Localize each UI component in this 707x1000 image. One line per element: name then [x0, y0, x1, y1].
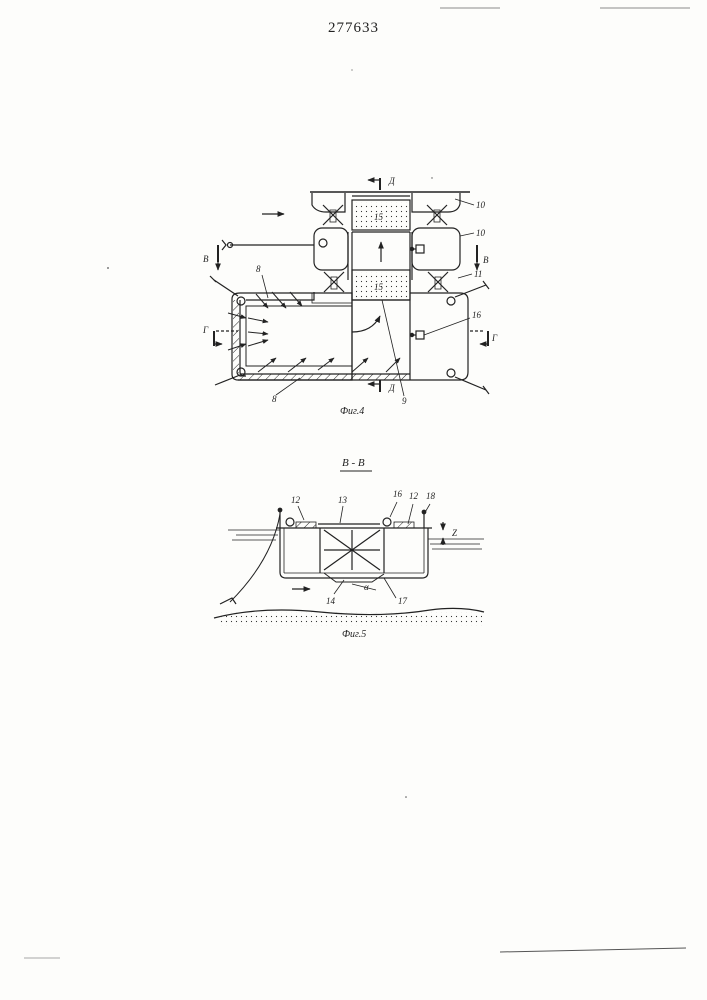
- riverbed-sediment: [220, 612, 482, 626]
- figure-4-labels: Д Д В В Г Г 10 10 11 15 15 16 8 8 9 Фиг.…: [202, 176, 498, 417]
- inflow-arrows: [228, 292, 400, 372]
- mooring-line-right-top: [455, 281, 489, 297]
- block-16-lower: [416, 331, 424, 339]
- hull-right: [410, 293, 468, 380]
- label-alpha: α: [364, 582, 369, 592]
- label-11: 11: [474, 269, 482, 279]
- block-16-upper: [416, 245, 424, 253]
- pontoon-10-left-middle: [314, 228, 348, 270]
- hull-section: [280, 528, 428, 578]
- cross-brace-lower-left: [324, 272, 344, 292]
- winch-16: [383, 518, 391, 526]
- label-9: 9: [402, 396, 407, 406]
- label-g-left: Г: [202, 325, 209, 335]
- pontoon-10-left-top: [312, 193, 345, 212]
- figure-4-caption: Фиг.4: [340, 406, 364, 417]
- water-surface: [228, 530, 484, 549]
- figure-5-caption: Фиг.5: [342, 629, 366, 640]
- label-d-top: Д: [388, 176, 396, 186]
- label-v-right: В: [483, 255, 489, 265]
- cross-brace-upper-left: [323, 205, 343, 225]
- label-15-lower: 15: [374, 282, 384, 292]
- label-15-upper: 15: [374, 212, 384, 222]
- figure-4-plan-view: [210, 178, 489, 396]
- pontoon-10-right-middle: [412, 228, 460, 270]
- page-specks: [107, 69, 433, 797]
- label-12-left: 12: [291, 495, 301, 505]
- anchor-point-right-top: [447, 297, 455, 305]
- label-g-right: Г: [491, 333, 498, 343]
- label-17: 17: [398, 596, 408, 606]
- figure-5-cross-section: [214, 502, 484, 626]
- label-8-top: 8: [256, 264, 261, 274]
- section-mark-g-right: [470, 331, 488, 346]
- inner-chamber-left: [246, 306, 352, 366]
- anchor-point: [319, 239, 327, 247]
- label-16-fig5: 16: [393, 489, 403, 499]
- label-12-right: 12: [409, 491, 419, 501]
- cross-brace-lower-right: [428, 272, 448, 292]
- label-8-bottom: 8: [272, 394, 277, 404]
- label-13: 13: [338, 495, 348, 505]
- label-v-left: В: [203, 254, 209, 264]
- section-mark-d-bottom: [368, 380, 380, 392]
- pontoon-10-right-top: [412, 193, 460, 212]
- anchor-line-left: [222, 240, 314, 250]
- section-title: В - В: [342, 457, 365, 469]
- page-rule-bottom: [24, 948, 686, 958]
- label-d-bottom: Д: [388, 383, 396, 393]
- anchor-point-right-bottom: [447, 369, 455, 377]
- label-18: 18: [426, 491, 436, 501]
- flow-arrow-curved: [352, 316, 380, 332]
- mooring-line-right-bottom: [455, 377, 489, 394]
- label-14: 14: [326, 596, 336, 606]
- section-mark-g-left: [214, 331, 222, 346]
- label-z: Z: [452, 528, 458, 538]
- winch-left: [286, 518, 294, 526]
- lattice-frame: [324, 530, 380, 570]
- cross-brace-upper-right: [427, 205, 447, 225]
- label-10-middle: 10: [476, 228, 486, 238]
- label-10-top: 10: [476, 200, 486, 210]
- figure-5-section-title: В - В: [340, 457, 372, 471]
- section-mark-d-top: [368, 178, 380, 190]
- label-16: 16: [472, 310, 482, 320]
- anchor-cable: [230, 514, 280, 602]
- mooring-line-left-top: [210, 276, 238, 296]
